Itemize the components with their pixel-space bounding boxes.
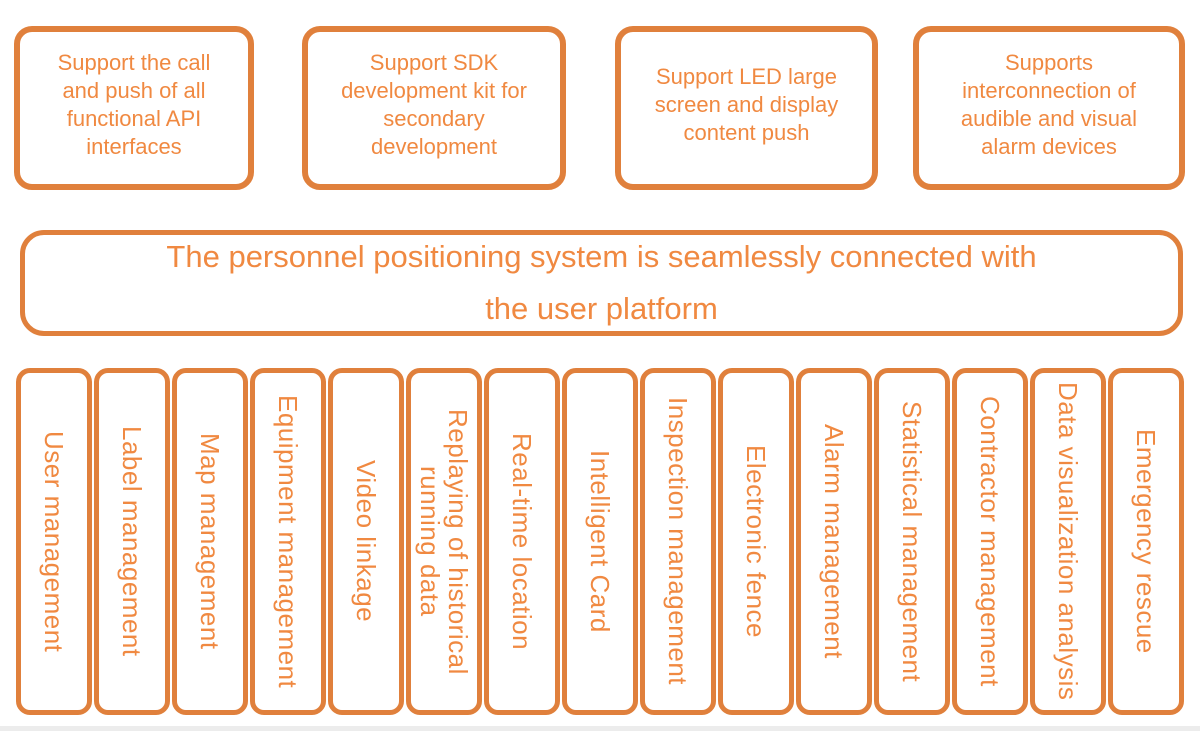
feature-box-led-screen: Support LED large screen and display con… bbox=[615, 26, 878, 190]
module-label-real-time-location: Real-time location bbox=[507, 432, 538, 651]
module-box-user-management: User management bbox=[16, 368, 92, 715]
module-label-replay-historical-data: Replaying of historical running data bbox=[415, 408, 474, 675]
module-box-map-management: Map management bbox=[172, 368, 248, 715]
module-label-inspection-management: Inspection management bbox=[663, 397, 694, 686]
module-label-map-management: Map management bbox=[195, 433, 226, 650]
feature-box-api-interfaces-text: Support the call and push of all functio… bbox=[57, 50, 211, 159]
feature-box-api-interfaces: Support the call and push of all functio… bbox=[14, 26, 254, 190]
module-label-alarm-management: Alarm management bbox=[819, 424, 850, 659]
module-label-equipment-management: Equipment management bbox=[273, 394, 304, 689]
module-box-statistical-management: Statistical management bbox=[874, 368, 950, 715]
feature-box-led-screen-text: Support LED large screen and display con… bbox=[654, 64, 839, 145]
module-label-video-linkage: Video linkage bbox=[351, 460, 382, 623]
module-label-contractor-management: Contractor management bbox=[975, 396, 1006, 687]
module-box-equipment-management: Equipment management bbox=[250, 368, 326, 715]
module-box-emergency-rescue: Emergency rescue bbox=[1108, 368, 1184, 715]
module-box-contractor-management: Contractor management bbox=[952, 368, 1028, 715]
module-label-emergency-rescue: Emergency rescue bbox=[1131, 429, 1162, 654]
feature-box-sdk-development-text: Support SDK development kit for secondar… bbox=[341, 50, 527, 159]
module-label-intelligent-card: Intelligent Card bbox=[585, 450, 616, 633]
module-label-data-visualization-analysis: Data visualization analysis bbox=[1053, 382, 1084, 701]
module-box-inspection-management: Inspection management bbox=[640, 368, 716, 715]
module-label-user-management: User management bbox=[39, 430, 70, 653]
bottom-edge-strip bbox=[0, 726, 1200, 731]
module-row: User management Label management Map man… bbox=[16, 368, 1184, 715]
module-box-real-time-location: Real-time location bbox=[484, 368, 560, 715]
module-label-statistical-management: Statistical management bbox=[897, 400, 928, 683]
feature-box-sdk-development: Support SDK development kit for secondar… bbox=[302, 26, 566, 190]
module-box-alarm-management: Alarm management bbox=[796, 368, 872, 715]
banner-platform-connection: The personnel positioning system is seam… bbox=[20, 230, 1183, 336]
module-box-video-linkage: Video linkage bbox=[328, 368, 404, 715]
feature-box-alarm-devices-text: Supports interconnection of audible and … bbox=[960, 50, 1138, 159]
module-box-intelligent-card: Intelligent Card bbox=[562, 368, 638, 715]
module-label-electronic-fence: Electronic fence bbox=[741, 445, 772, 638]
module-label-label-management: Label management bbox=[117, 426, 148, 657]
module-box-replay-historical-data: Replaying of historical running data bbox=[406, 368, 482, 715]
module-box-label-management: Label management bbox=[94, 368, 170, 715]
module-box-electronic-fence: Electronic fence bbox=[718, 368, 794, 715]
banner-platform-connection-text: The personnel positioning system is seam… bbox=[166, 239, 1037, 326]
feature-box-alarm-devices: Supports interconnection of audible and … bbox=[913, 26, 1185, 190]
module-box-data-visualization-analysis: Data visualization analysis bbox=[1030, 368, 1106, 715]
